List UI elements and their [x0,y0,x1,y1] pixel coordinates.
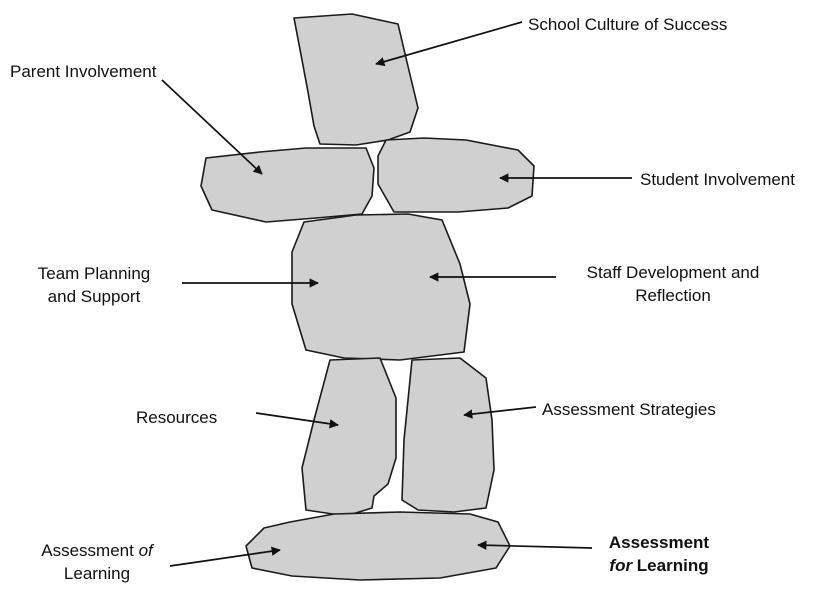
arrow-assessment-of [169,546,281,567]
label-student-involvement: Student Involvement [640,170,795,189]
label-assessment-for-learning: Assessment for Learning [584,531,734,577]
base-stone [245,511,511,581]
label-assessment-for-line-2: for Learning [609,556,709,575]
left-leg-stone [301,357,397,517]
arrow-resources [255,412,339,429]
label-assessment-strategies: Assessment Strategies [542,400,716,419]
label-team-planning-line-1: Team Planning [37,264,151,283]
label-assessment-of-italic: of [138,541,153,560]
label-team-planning-line-2: and Support [47,287,141,306]
label-assessment-of-line-2: Learning [63,564,131,583]
arrow-parent-involvement [161,79,263,175]
label-staff-development: Staff Development and Reflection [560,261,786,307]
right-arm-stone [377,137,535,213]
arrow-assessment-strategies [463,406,537,419]
label-resources: Resources [136,408,218,427]
label-team-planning: Team Planning and Support [14,262,174,308]
label-parent-involvement: Parent Involvement [10,62,157,81]
label-assessment-for-line-1: Assessment [608,533,710,552]
label-assessment-of-learning: Assessment of Learning [22,539,172,585]
label-school-culture: School Culture of Success [528,15,728,34]
left-arm-stone [200,147,375,223]
label-staff-development-line-2: Reflection [635,286,711,305]
right-leg-stone [401,357,495,513]
label-assessment-of-line-1: Assessment of [41,541,153,560]
label-assessment-for-italic: for [609,556,633,575]
label-staff-development-line-1: Staff Development and [586,263,760,282]
torso-stone [291,213,471,361]
arrow-assessment-for [477,540,593,550]
top-stone [293,13,419,146]
arrow-school-culture [375,21,523,67]
